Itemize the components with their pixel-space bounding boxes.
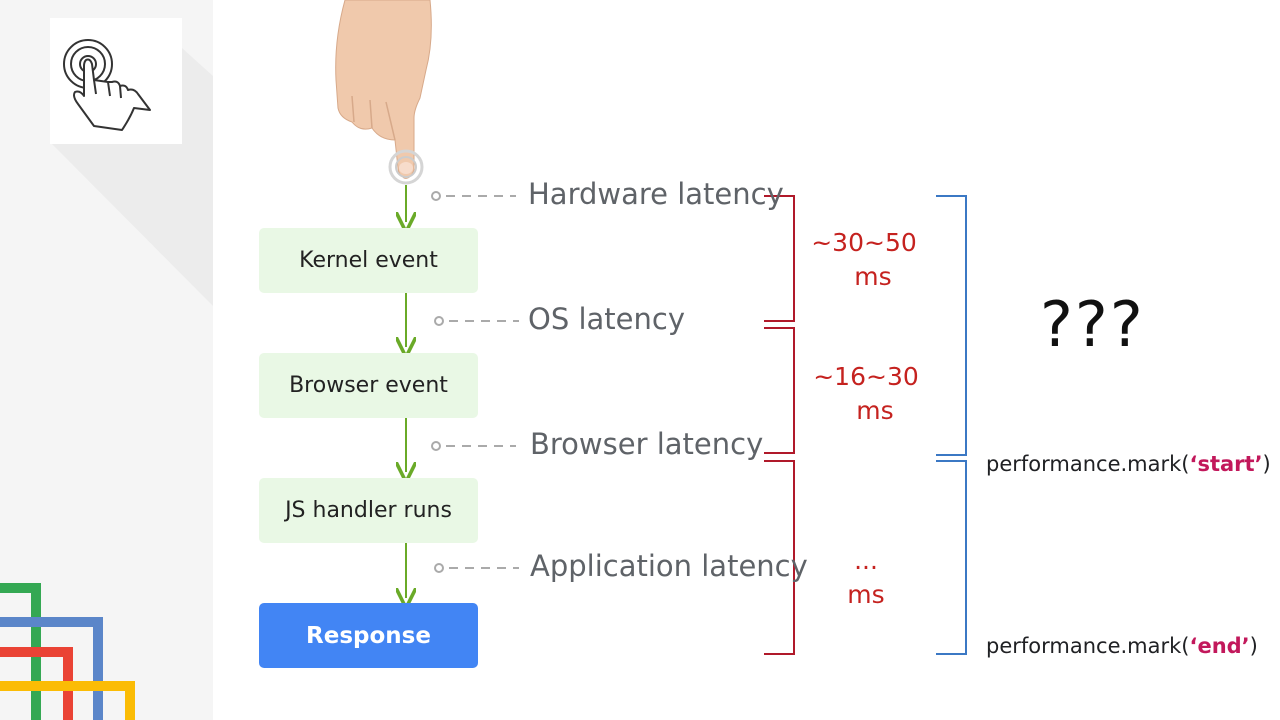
hardware-latency-label: Hardware latency <box>528 177 784 211</box>
perf-mark-start-prefix: performance.mark( <box>986 452 1190 476</box>
perf-mark-end: performance.mark(‘end’) <box>986 634 1258 658</box>
js-handler-label: JS handler runs <box>285 498 452 523</box>
perf-mark-end-arg: ‘end’ <box>1189 634 1250 658</box>
timing-range-3-value: ... <box>854 546 878 575</box>
response-label: Response <box>306 622 431 649</box>
kernel-event-box: Kernel event <box>259 228 478 293</box>
application-latency-label: Application latency <box>530 549 808 583</box>
tap-icon-card <box>50 18 182 144</box>
finger-hand-image <box>335 0 432 185</box>
google-lines-logo <box>0 583 135 720</box>
panel-fold-shadow <box>52 48 213 306</box>
red-brackets <box>764 195 795 655</box>
unknown-latency-marker: ??? <box>1040 288 1145 361</box>
browser-latency-label: Browser latency <box>530 427 764 461</box>
timing-range-1-value: ~30~50 <box>811 228 917 257</box>
browser-event-box: Browser event <box>259 353 478 418</box>
perf-mark-start-arg: ‘start’ <box>1189 452 1263 476</box>
hardware-os-timing: ~30~50 ms <box>805 226 923 294</box>
tap-gesture-icon <box>63 39 151 131</box>
timing-range-2-unit: ms <box>856 396 894 425</box>
timing-range-2-value: ~16~30 <box>813 362 919 391</box>
perf-mark-start-suffix: ) <box>1262 452 1271 476</box>
blue-brackets <box>936 195 967 655</box>
perf-mark-end-suffix: ) <box>1249 634 1258 658</box>
application-timing: ... ms <box>836 544 896 612</box>
perf-mark-start: performance.mark(‘start’) <box>986 452 1271 476</box>
perf-mark-end-prefix: performance.mark( <box>986 634 1190 658</box>
browser-timing: ~16~30 ms <box>807 360 925 428</box>
browser-event-label: Browser event <box>289 373 448 398</box>
timing-range-1-unit: ms <box>854 262 892 291</box>
kernel-event-label: Kernel event <box>299 248 438 273</box>
timing-range-3-unit: ms <box>847 580 885 609</box>
latency-leaders <box>431 191 519 573</box>
os-latency-label: OS latency <box>528 302 685 336</box>
js-handler-box: JS handler runs <box>259 478 478 543</box>
response-box: Response <box>259 603 478 668</box>
